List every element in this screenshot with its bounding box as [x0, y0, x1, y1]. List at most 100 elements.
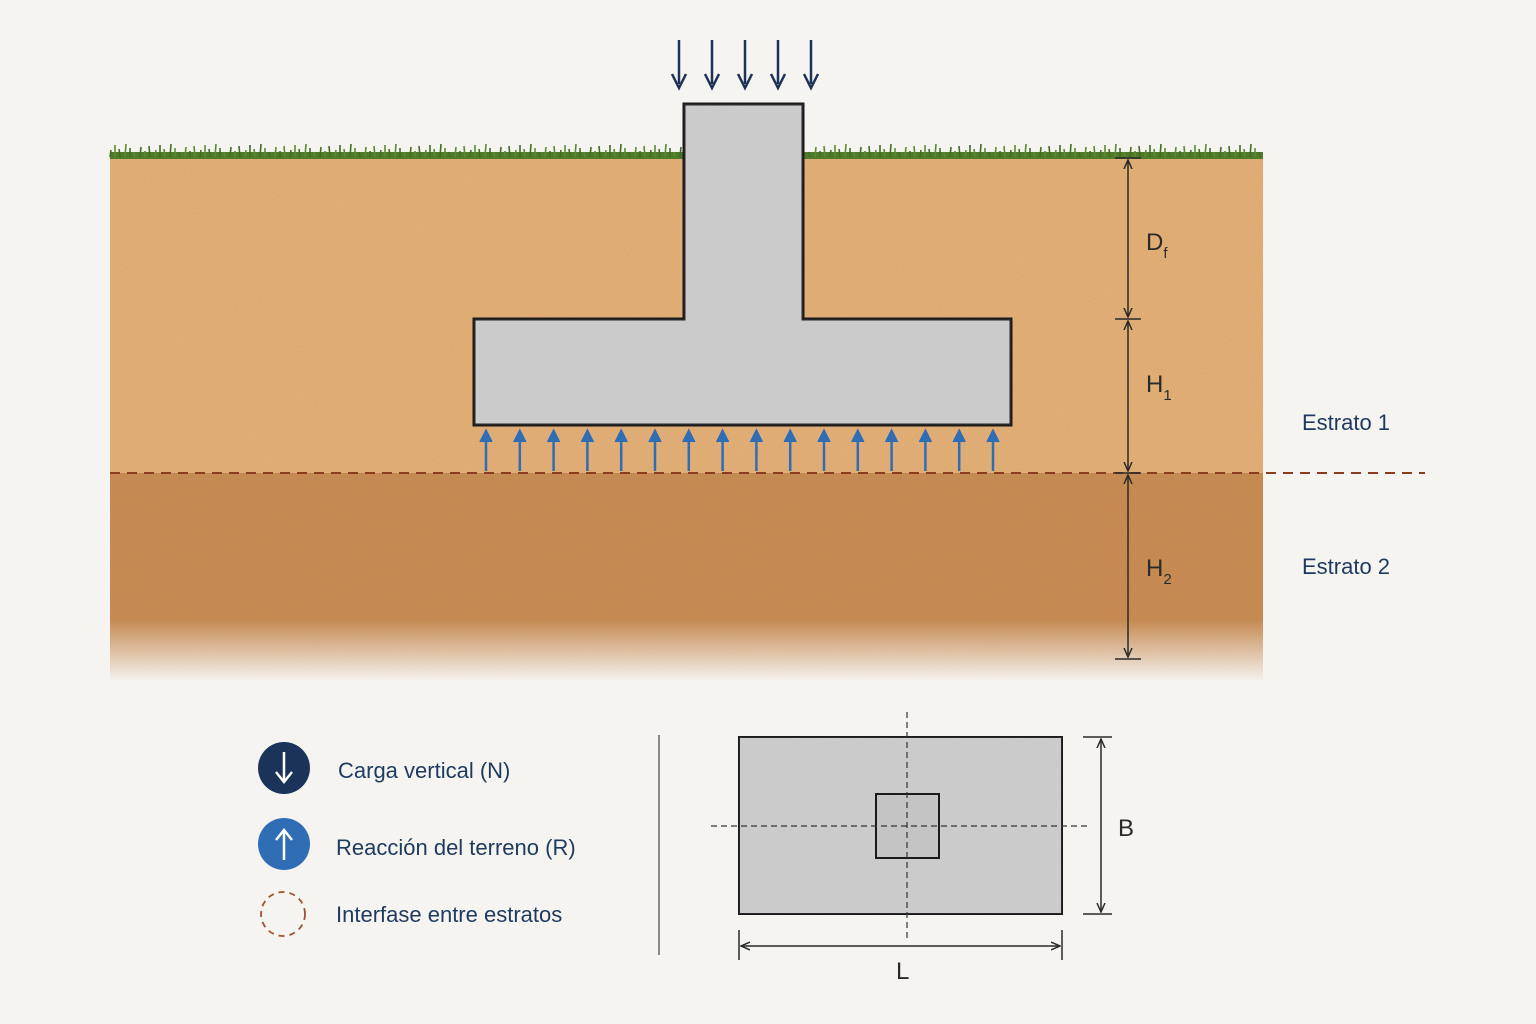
grass-blade	[199, 149, 202, 158]
grass-blade	[454, 146, 457, 158]
reaction-arrow	[952, 428, 966, 471]
footing-plan-view: B L	[711, 712, 1134, 985]
grass-blade	[628, 151, 631, 158]
grass-blade	[1198, 148, 1201, 158]
soil-reaction-arrows	[479, 428, 1000, 471]
grass-blade	[424, 149, 427, 158]
grass-blade	[598, 145, 601, 158]
grass-blade	[529, 143, 532, 158]
grass-blade	[499, 146, 502, 158]
grass-blade	[1009, 149, 1012, 158]
grass-blade	[829, 149, 832, 158]
depth-dimensions: Df H1 H2	[1115, 157, 1172, 660]
grass-blade	[193, 145, 196, 158]
grass-blade	[1183, 145, 1186, 158]
arrow-down-icon	[258, 742, 310, 794]
reaction-arrow	[648, 428, 662, 471]
grass-blade	[1159, 143, 1162, 158]
stratum-2-label: Estrato 2	[1302, 554, 1390, 579]
grass-blade	[238, 145, 241, 158]
load-arrow	[769, 40, 787, 91]
stratum-1-label: Estrato 1	[1302, 410, 1390, 435]
grass-blade	[1069, 143, 1072, 158]
grass-blade	[319, 146, 322, 158]
grass-blade	[988, 151, 991, 158]
grass-blade	[583, 151, 586, 158]
grass-blade	[349, 143, 352, 158]
grass-blade	[1063, 148, 1066, 158]
grass-blade	[649, 149, 652, 158]
grass-blade	[1084, 146, 1087, 158]
grass-blade	[823, 145, 826, 158]
reaction-arrow	[580, 428, 595, 471]
grass-blade	[289, 149, 292, 158]
reaction-arrow	[749, 428, 764, 471]
grass-blade	[433, 148, 436, 158]
soil-fade	[110, 620, 1263, 682]
legend-interface-label: Interfase entre estratos	[336, 902, 562, 927]
grass-blade	[619, 143, 622, 158]
grass-blade	[874, 149, 877, 158]
grass-blade	[1174, 146, 1177, 158]
reaction-arrow	[546, 428, 561, 471]
grass-blade	[253, 148, 256, 158]
load-arrow	[802, 40, 820, 91]
load-arrow	[670, 40, 688, 91]
grass-blade	[208, 148, 211, 158]
grass-blade	[1234, 149, 1237, 158]
grass-blade	[484, 143, 487, 158]
b-label: B	[1118, 815, 1134, 842]
grass-blade	[1204, 143, 1207, 158]
grass-blade	[859, 146, 862, 158]
grass-blade	[493, 151, 496, 158]
grass-blade	[1153, 148, 1156, 158]
grass-blade	[559, 149, 562, 158]
grass-blade	[229, 146, 232, 158]
reaction-arrow	[715, 428, 730, 471]
grass-blade	[928, 148, 931, 158]
grass-blade	[1129, 146, 1132, 158]
grass-blade	[313, 151, 316, 158]
grass-blade	[973, 148, 976, 158]
grass-blade	[613, 148, 616, 158]
grass-blade	[904, 146, 907, 158]
grass-blade	[934, 143, 937, 158]
grass-blade	[898, 151, 901, 158]
arrow-up-icon	[258, 818, 310, 870]
legend: Carga vertical (N) Reacción del terreno …	[258, 742, 576, 937]
grass-blade	[124, 143, 127, 158]
grass-blade	[343, 148, 346, 158]
reaction-arrow	[682, 428, 696, 471]
grass-blade	[283, 145, 286, 158]
grass-blade	[1243, 148, 1246, 158]
grass-blade	[1219, 146, 1222, 158]
grass-blade	[1138, 145, 1141, 158]
grass-blade	[664, 143, 667, 158]
grass-blade	[334, 149, 337, 158]
grass-blade	[214, 143, 217, 158]
grass-blade	[553, 145, 556, 158]
reaction-arrow	[614, 428, 628, 471]
grass-blade	[1228, 145, 1231, 158]
dashed-circle-icon	[260, 891, 306, 937]
grass-blade	[844, 143, 847, 158]
grass-blade	[658, 148, 661, 158]
grass-blade	[1123, 151, 1126, 158]
grass-blade	[478, 148, 481, 158]
grass-blade	[1189, 149, 1192, 158]
reaction-arrow	[918, 428, 933, 471]
grass-blade	[1018, 148, 1021, 158]
grass-blade	[1048, 145, 1051, 158]
grass-blade	[268, 151, 271, 158]
grass-blade	[868, 145, 871, 158]
grass-blade	[163, 148, 166, 158]
reaction-arrow	[479, 428, 493, 471]
grass-blade	[889, 143, 892, 158]
legend-reaction-label: Reacción del terreno (R)	[336, 835, 576, 860]
grass-blade	[1093, 145, 1096, 158]
grass-blade	[304, 143, 307, 158]
df-label: Df	[1146, 229, 1168, 262]
grass-blade	[1039, 146, 1042, 158]
reaction-arrow	[783, 428, 797, 471]
